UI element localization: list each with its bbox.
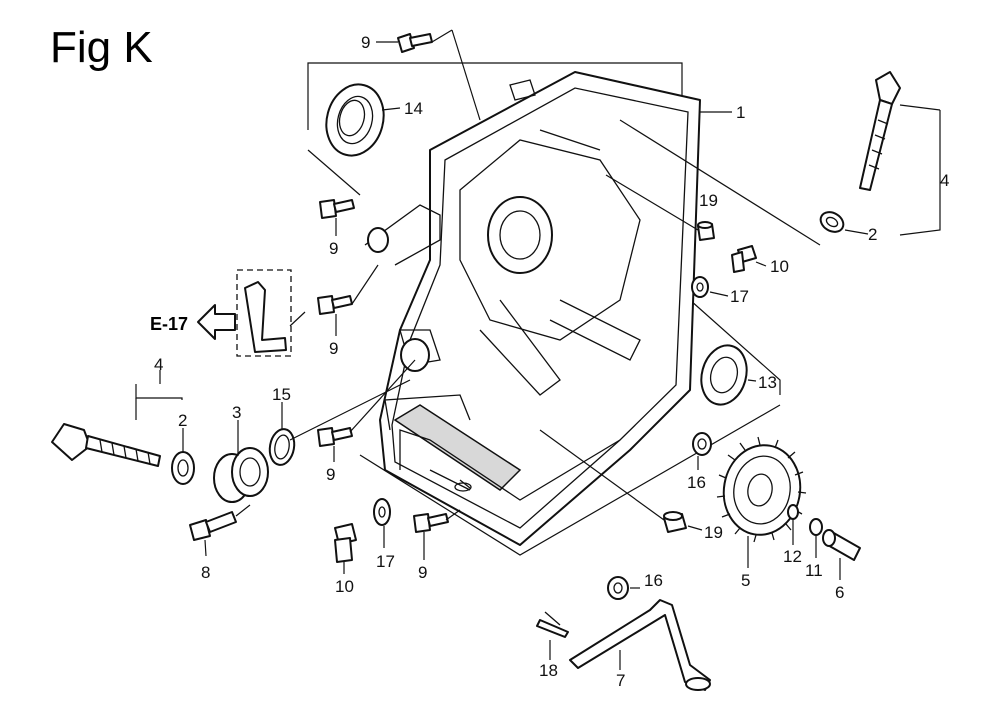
figure-title: Fig K	[50, 23, 153, 72]
callout-4-right: 4	[940, 171, 949, 190]
bolt-9-top	[397, 33, 433, 53]
bolt-9-mid-lower	[317, 295, 353, 315]
washer-2-left	[171, 451, 195, 485]
callout-1: 1	[736, 103, 745, 122]
callout-9-top: 9	[361, 33, 370, 52]
callout-labels: 9 14 1 4 2 19 10 17 13 9 9 4 2 3 15 9 16…	[154, 33, 949, 690]
dipstick-4-right	[859, 71, 901, 191]
washer-17-bottom	[373, 498, 391, 526]
bolt-10-right	[731, 245, 757, 273]
reference-label: E-17	[150, 314, 188, 334]
drain-plug-3	[213, 447, 269, 503]
callout-19-lower: 19	[704, 523, 723, 542]
pin-18	[536, 611, 569, 638]
bolt-10-bottom	[334, 523, 357, 563]
bolt-9-left-low	[317, 427, 353, 447]
callout-10-bottom: 10	[335, 577, 354, 596]
leader-lines	[135, 29, 941, 670]
o-ring-15	[268, 428, 296, 466]
callout-9-left-low: 9	[326, 465, 335, 484]
callout-14: 14	[404, 99, 423, 118]
callout-19-upper: 19	[699, 191, 718, 210]
callout-17-right: 17	[730, 287, 749, 306]
callout-12: 12	[783, 547, 802, 566]
callout-15: 15	[272, 385, 291, 404]
callout-5: 5	[741, 571, 750, 590]
reference-e17: E-17	[150, 269, 292, 357]
governor-gear-5	[716, 436, 807, 543]
oil-seal-14	[325, 83, 385, 157]
bearing-13	[700, 344, 748, 406]
callout-8: 8	[201, 563, 210, 582]
callout-7: 7	[616, 671, 625, 690]
bolt-9-bottom	[413, 513, 449, 533]
callout-11: 11	[805, 561, 823, 580]
washer-17-right	[691, 276, 709, 298]
callout-16-right: 16	[687, 473, 706, 492]
washer-12	[787, 504, 799, 520]
assembly-outline	[307, 62, 781, 556]
washer-11	[809, 518, 823, 536]
callout-18: 18	[539, 661, 558, 680]
bolt-9-mid-upper	[319, 199, 355, 219]
governor-arm-7	[569, 599, 711, 691]
crankcase-cover	[364, 71, 701, 546]
callout-6: 6	[835, 583, 844, 602]
dowel-19-upper	[697, 221, 715, 241]
callout-10-right: 10	[770, 257, 789, 276]
callout-3: 3	[232, 403, 241, 422]
callout-2-right: 2	[868, 225, 877, 244]
callout-13: 13	[758, 373, 777, 392]
dowel-19-lower	[663, 511, 687, 533]
dipstick-4-left	[51, 423, 161, 467]
nut-16-bottom	[607, 576, 629, 600]
callout-9-mid-lower: 9	[329, 339, 338, 358]
washer-2-right	[819, 211, 845, 233]
callout-16-bottom: 16	[644, 571, 663, 590]
callout-9-bottom: 9	[418, 563, 427, 582]
shaft-6	[822, 529, 861, 561]
callout-17-bottom: 17	[376, 552, 395, 571]
nut-16-right	[692, 432, 712, 456]
bolt-8	[189, 511, 237, 541]
callout-2-left: 2	[178, 411, 187, 430]
callout-4-left: 4	[154, 355, 163, 374]
callout-9-mid-upper: 9	[329, 239, 338, 258]
